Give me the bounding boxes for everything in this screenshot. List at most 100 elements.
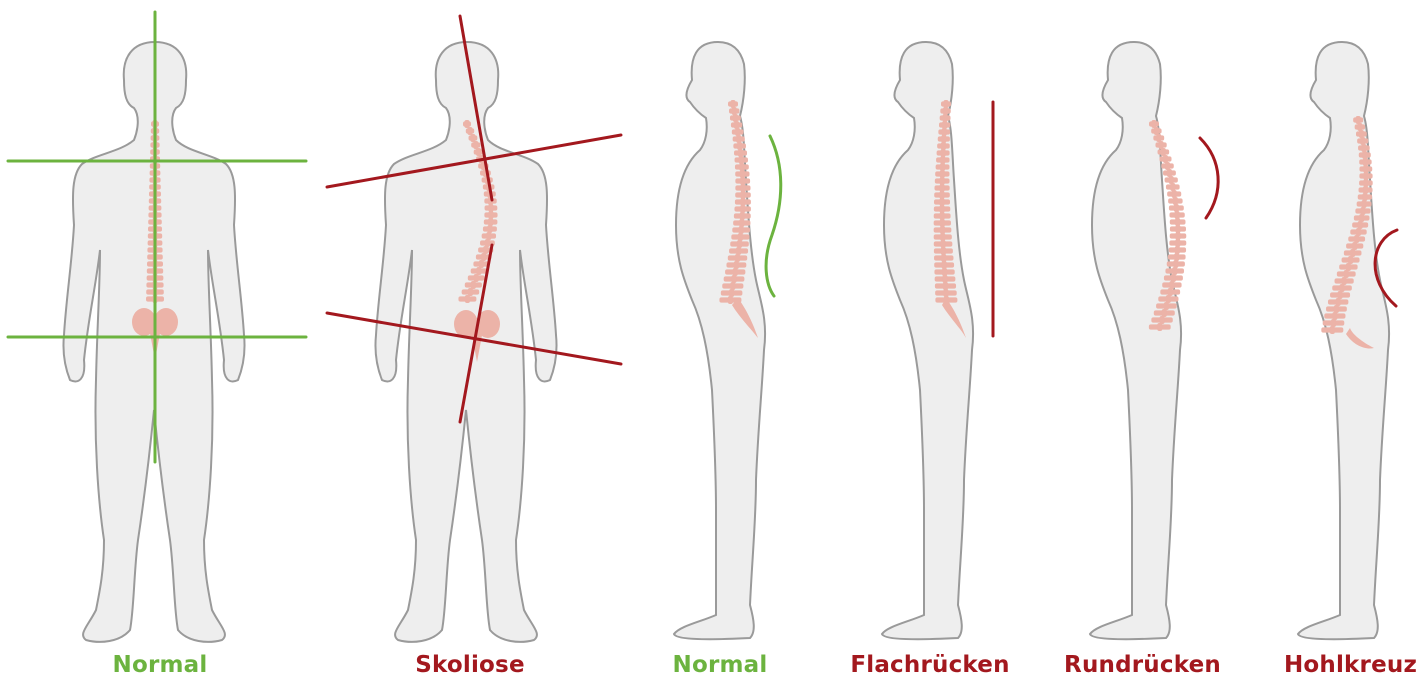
vertebra-body xyxy=(1169,176,1174,184)
vertebra-body xyxy=(1159,141,1164,149)
vertebra-body xyxy=(739,163,744,171)
label-scoliosis: Skoliose xyxy=(405,652,535,684)
vertebra-body xyxy=(1350,249,1355,257)
vertebra-body xyxy=(941,135,946,143)
vertebra-body xyxy=(1352,242,1357,250)
vertebra-body xyxy=(1161,148,1166,156)
vertebra-body xyxy=(740,170,745,178)
vertebra-body xyxy=(467,127,472,135)
vertebra-body xyxy=(481,253,486,261)
vertebra-body xyxy=(1175,225,1180,233)
vertebra-body xyxy=(943,275,948,283)
vertebra-body xyxy=(942,128,947,136)
vertebra-body xyxy=(1175,211,1180,219)
vertebra-body xyxy=(1166,295,1171,303)
vertebra-body xyxy=(1362,193,1367,201)
vertebra-body xyxy=(488,218,493,226)
vertebra-body xyxy=(476,267,481,275)
figure-side-normal xyxy=(674,42,765,639)
vertebra-body xyxy=(1363,158,1368,166)
vertebra-body xyxy=(940,156,945,164)
vertebra-body xyxy=(1169,281,1174,289)
vertebra-body xyxy=(1160,316,1165,324)
figure-flat-back xyxy=(882,42,973,639)
vertebra-body xyxy=(736,247,741,255)
vertebra-body xyxy=(1175,239,1180,247)
vertebra-body xyxy=(940,233,945,241)
vertebra-body xyxy=(1173,260,1178,268)
vertebra-body xyxy=(729,289,734,297)
vertebra-body xyxy=(1360,137,1365,145)
label-hollow-back: Hohlkreuz xyxy=(1278,652,1423,684)
normal-curve-indicator xyxy=(766,136,781,296)
vertebra-body xyxy=(738,233,743,241)
vertebra-body xyxy=(1357,123,1362,131)
vertebra-body xyxy=(1348,256,1353,264)
vertebra-body xyxy=(1167,169,1172,177)
vertebra-body xyxy=(1340,284,1345,292)
vertebra-body xyxy=(1171,274,1176,282)
vertebra-body xyxy=(1168,288,1173,296)
vertebra-body xyxy=(739,226,744,234)
vertebra-body xyxy=(487,225,492,233)
vertebra-body xyxy=(1152,120,1157,128)
vertebra-body xyxy=(740,212,745,220)
vertebra-body xyxy=(941,254,946,262)
vertebra-body xyxy=(1346,263,1351,271)
vertebra-body xyxy=(941,240,946,248)
vertebra-body xyxy=(1342,277,1347,285)
vertebra-body xyxy=(740,205,745,213)
vertebra-body xyxy=(1331,319,1336,327)
round-back-indicator xyxy=(1200,138,1218,218)
vertebra-body xyxy=(940,177,945,185)
vertebra-body xyxy=(1172,267,1177,275)
vertebra-body xyxy=(940,191,945,199)
vertebra-body xyxy=(940,198,945,206)
vertebra-body xyxy=(1334,305,1339,313)
vertebra-body xyxy=(483,246,488,254)
vertebra-body xyxy=(734,121,739,129)
vertebra-body xyxy=(740,177,745,185)
vertebra-body xyxy=(1361,144,1366,152)
vertebra-body xyxy=(731,100,736,108)
vertebra-body xyxy=(1164,302,1169,310)
vertebra-body xyxy=(1360,207,1365,215)
vertebra-body xyxy=(1356,116,1361,124)
vertebra-body xyxy=(486,232,491,240)
vertebra-body xyxy=(474,274,479,282)
vertebra-body xyxy=(940,219,945,227)
vertebra-body xyxy=(940,212,945,220)
vertebra-body xyxy=(1338,291,1343,299)
vertebra-body xyxy=(1363,165,1368,173)
vertebra-body xyxy=(732,107,737,115)
figure-hollow-back xyxy=(1298,42,1389,639)
vertebra-body xyxy=(944,100,949,108)
vertebra-body xyxy=(1175,218,1180,226)
vertebra-body xyxy=(733,268,738,276)
vertebra-body xyxy=(1163,155,1168,163)
vertebra-body xyxy=(1154,127,1159,135)
vertebra-body xyxy=(736,135,741,143)
vertebra-body xyxy=(940,226,945,234)
vertebra-body xyxy=(485,239,490,247)
vertebra-body xyxy=(1174,253,1179,261)
vertebra-body xyxy=(942,121,947,129)
vertebra-body xyxy=(941,247,946,255)
vertebra-body xyxy=(735,128,740,136)
vertebra-body xyxy=(1332,312,1337,320)
vertebra-body xyxy=(470,134,475,142)
vertebra-body xyxy=(465,120,470,128)
vertebra-body xyxy=(940,184,945,192)
vertebra-body xyxy=(1356,228,1361,236)
vertebra-body xyxy=(1174,204,1179,212)
vertebra-body xyxy=(735,254,740,262)
vertebra-body xyxy=(943,282,948,290)
vertebra-body xyxy=(728,296,733,304)
vertebra-body xyxy=(1362,200,1367,208)
vertebra-body xyxy=(942,261,947,269)
label-round-back: Rundrücken xyxy=(1060,652,1225,684)
vertebra-body xyxy=(465,295,470,303)
vertebra-body xyxy=(476,148,481,156)
figure-round-back xyxy=(1090,42,1181,639)
